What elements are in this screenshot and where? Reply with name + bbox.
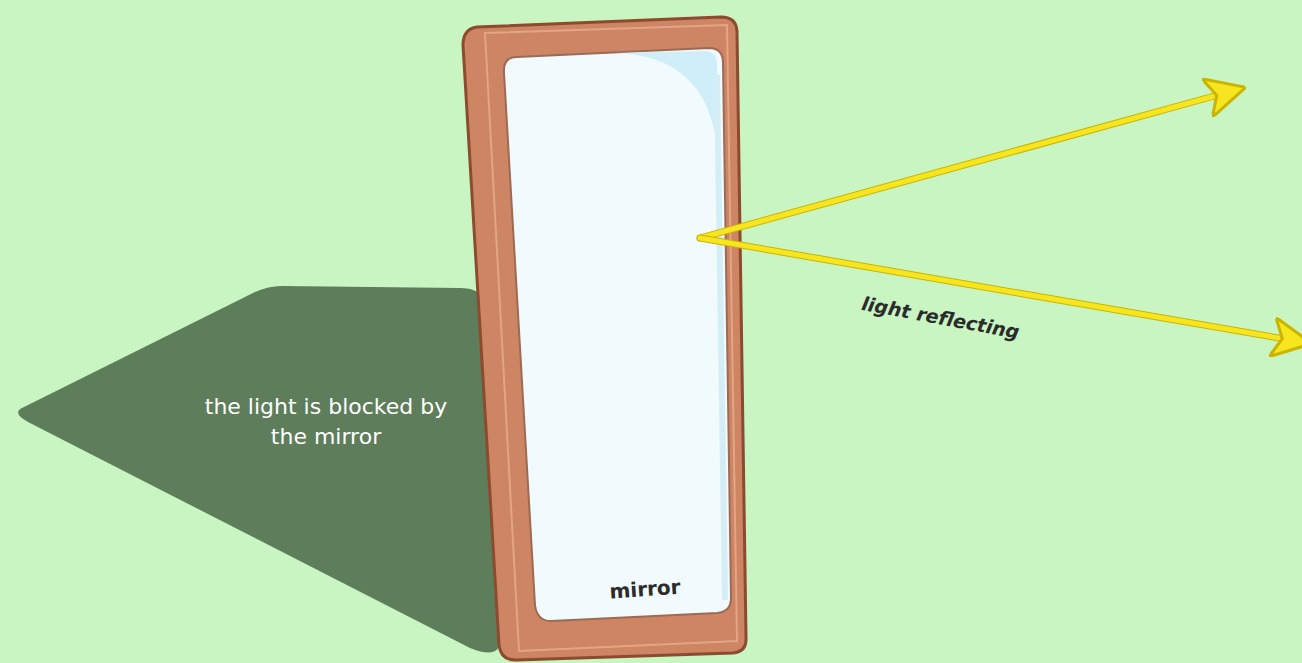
mirror-glass <box>504 48 731 621</box>
shadow-shape <box>18 286 500 653</box>
mirror-shine <box>615 51 717 145</box>
ray-label: light reflecting <box>860 292 1021 343</box>
reflected-ray <box>700 90 1236 238</box>
reflected-ray <box>700 90 1236 238</box>
mirror-frame-edge <box>485 25 737 651</box>
node-outline <box>455 15 755 663</box>
mirror: mirror <box>455 15 755 663</box>
mirror-glass-edge <box>717 75 725 600</box>
shadow-area: the light is blocked by the mirror <box>0 280 520 663</box>
node-outline <box>0 280 520 663</box>
shadow-note: the light is blocked by the mirror <box>195 392 457 452</box>
reflected-ray <box>700 238 1302 342</box>
mirror-frame <box>463 17 746 660</box>
reflected-ray <box>700 238 1302 342</box>
